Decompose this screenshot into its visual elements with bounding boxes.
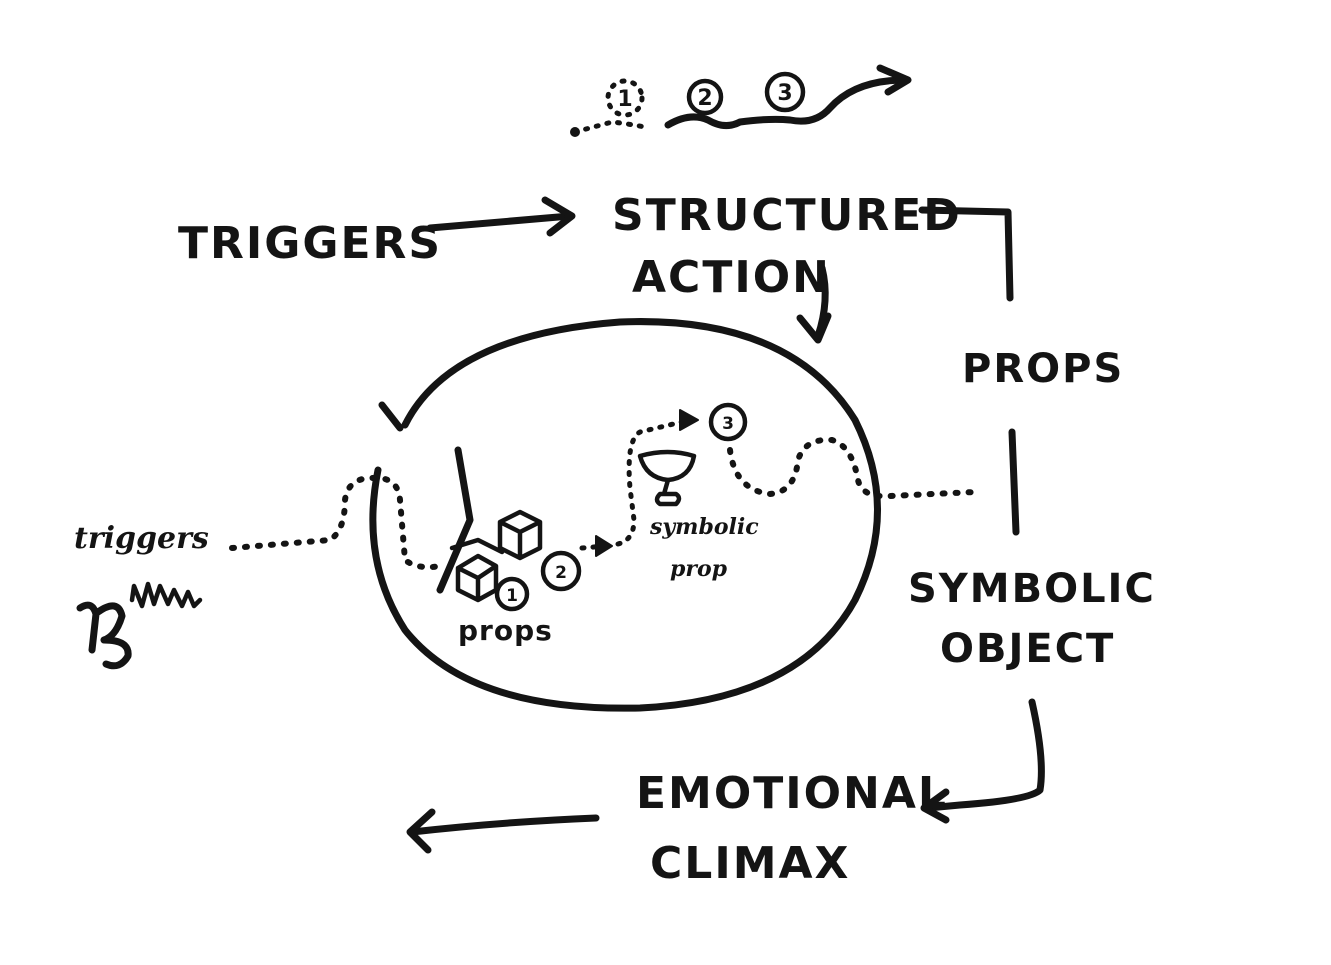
emotional-climax-label-line1: EMOTIONAL (636, 768, 948, 819)
symbolic-prop-icon (637, 449, 697, 507)
top-step-2-number: 2 (697, 86, 712, 111)
climax-outgoing-arrow (408, 814, 600, 836)
symbolic-prop-rise-arrowhead (679, 409, 699, 431)
top-step-1-circle (605, 78, 645, 118)
object-to-climax-arrowhead (920, 788, 950, 824)
top-sequence-dotted-start (572, 119, 653, 135)
triggers-small-label: triggers (74, 521, 209, 556)
props-cluster: 1 2 props (436, 446, 582, 647)
action-to-circle-arrowhead (796, 312, 832, 344)
symbolic-prop-label-line1: symbolic (649, 514, 759, 540)
triggers-label: TRIGGERS (178, 218, 442, 269)
top-step-3-number: 3 (777, 81, 792, 106)
ritual-space-circle (369, 318, 881, 712)
trophy-cup (637, 449, 697, 483)
props-to-symbolic-arrowhead (595, 535, 613, 557)
top-sequence-arrowhead (876, 64, 912, 96)
top-step-1-number: 1 (617, 87, 632, 112)
right-bracket-top (918, 206, 1014, 302)
triggers-to-action-arrow (426, 212, 574, 232)
top-sequence: 1 2 3 (570, 64, 912, 137)
ritual-space-circle-opening (378, 401, 404, 432)
triggers-to-action-arrowhead (541, 196, 576, 237)
props-right-label: PROPS (962, 346, 1124, 392)
inner-step-3-number: 3 (722, 414, 734, 434)
top-sequence-dot (570, 127, 580, 137)
trophy-stem (654, 477, 682, 507)
circle-exit-dotted-path (727, 436, 978, 500)
symbolic-prop-rise-path (615, 417, 693, 547)
inner-step-2-circle (540, 550, 582, 592)
inner-step-1-circle (494, 576, 530, 612)
triggers-entry-dotted-path (229, 474, 443, 571)
structured-action-label-line2: ACTION (632, 252, 831, 303)
top-step-2-circle (686, 78, 724, 116)
prop-line (449, 537, 505, 555)
prop-box-1 (497, 509, 543, 561)
symbolic-object-label-line2: OBJECT (940, 626, 1115, 672)
prop-box-2 (455, 553, 499, 603)
emotional-climax-label-line2: CLIMAX (650, 838, 850, 889)
object-to-climax-connector (924, 698, 1045, 812)
inner-step-2-number: 2 (555, 563, 567, 583)
triggers-squiggle-symbol (76, 601, 132, 670)
props-inner-label: props (458, 614, 553, 647)
structured-action-label-line1: STRUCTURED (612, 190, 962, 241)
inner-step-1-number: 1 (506, 586, 518, 606)
climax-outgoing-arrowhead (406, 808, 436, 854)
inner-step-3-circle (708, 402, 748, 442)
symbolic-object-label-line1: SYMBOLIC (908, 566, 1156, 612)
top-step-3-circle (764, 71, 806, 113)
prop-stick (436, 446, 474, 594)
symbolic-prop-label-line2: prop (670, 556, 728, 582)
triggers-squiggle-symbol-tail (129, 581, 203, 609)
top-sequence-path (664, 76, 909, 129)
right-bracket-middle (1008, 428, 1020, 536)
